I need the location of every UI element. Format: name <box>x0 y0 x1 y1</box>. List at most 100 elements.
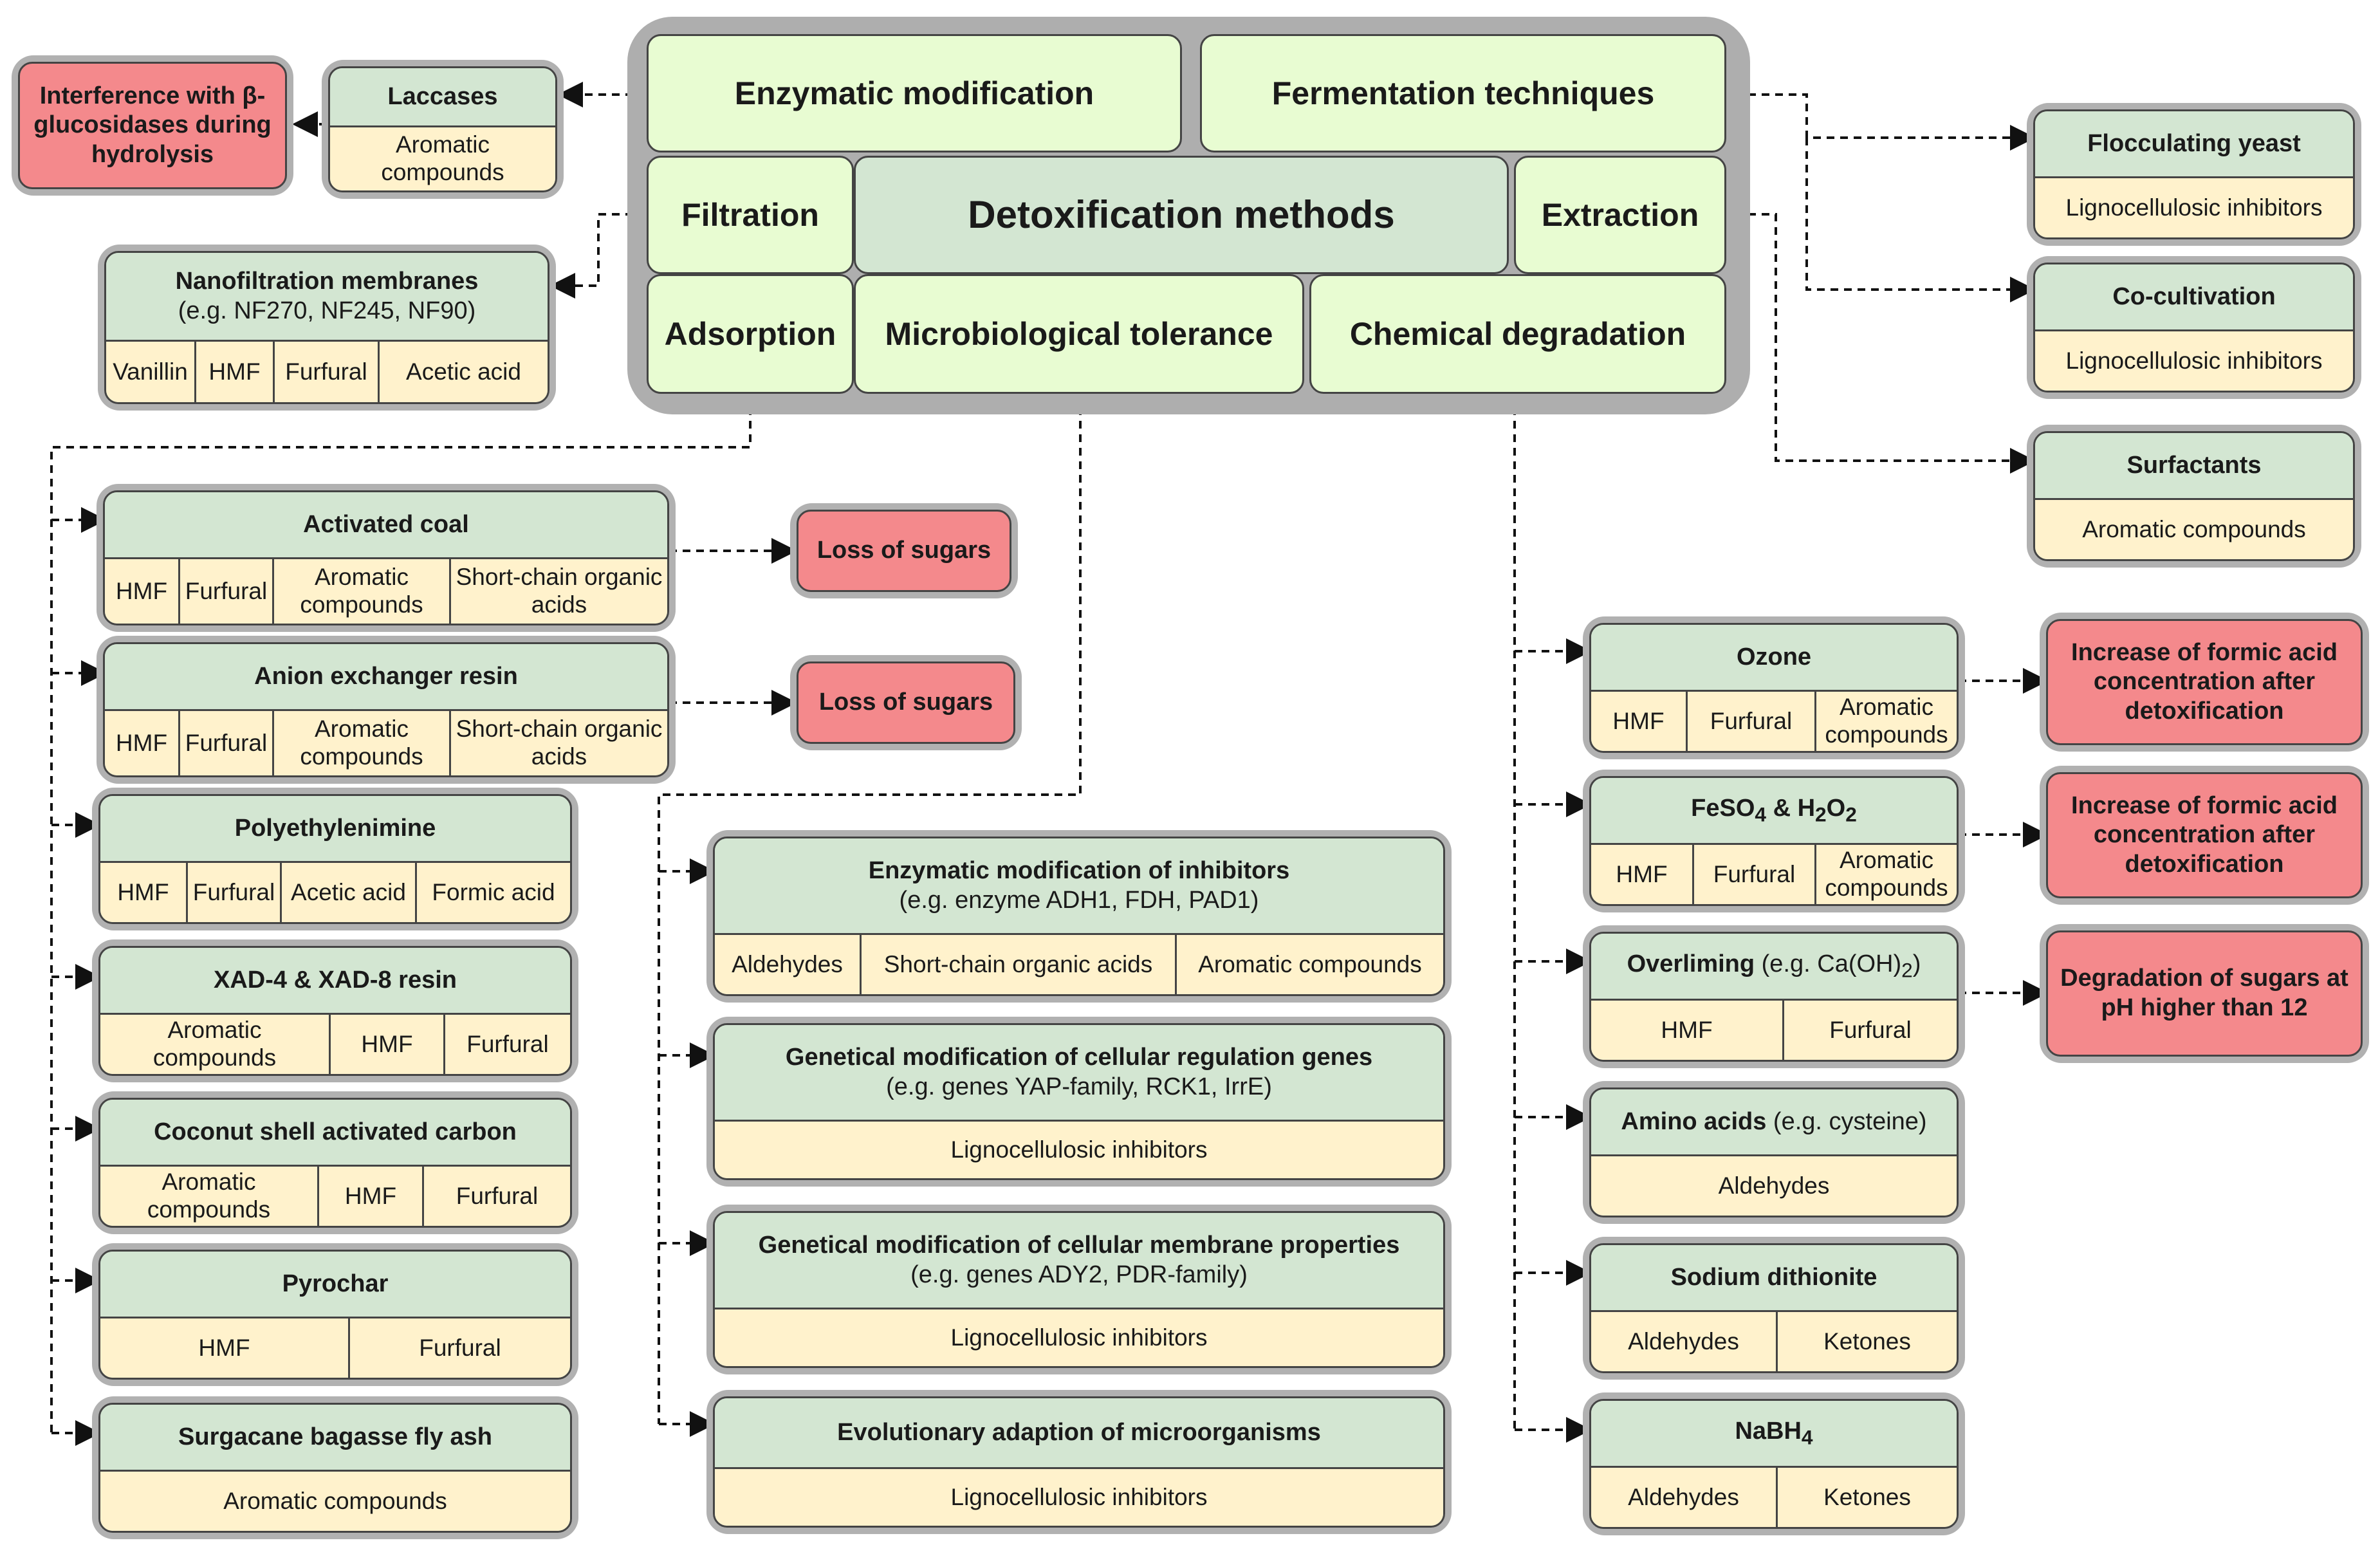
membrane-properties-box: Genetical modification of cellular membr… <box>706 1205 1452 1374</box>
effect-loss-of-sugars-resin: Loss of sugars <box>790 655 1022 750</box>
flocculating-title: Flocculating yeast <box>2087 129 2301 157</box>
ozone-box: Ozone HMF Furfural Aromatic compounds <box>1583 616 1965 759</box>
ozone-item: Furfural <box>1688 692 1816 751</box>
surfactants-box: Surfactants Aromatic compounds <box>2027 425 2361 568</box>
dithionite-title: Sodium dithionite <box>1670 1263 1877 1291</box>
pyrochar-item: HMF <box>100 1318 350 1378</box>
evolutionary-title: Evolutionary adaption of microorganisms <box>837 1418 1321 1446</box>
link-fermentation-cocultivation <box>1805 138 2036 302</box>
amino-acids-box: Amino acids (e.g. cysteine) Aldehydes <box>1583 1081 1965 1224</box>
polyethylenimine-title: Polyethylenimine <box>234 814 436 842</box>
nanofiltration-item: Furfural <box>275 342 380 402</box>
regulation-genes-box: Genetical modification of cellular regul… <box>706 1017 1452 1187</box>
effect-formic-acid-ozone: Increase of formic acid concentration af… <box>2040 613 2369 752</box>
enzymatic-inhibitors-item: Aldehydes <box>715 935 862 994</box>
feso4-box: FeSO4 & H2O2 HMF Furfural Aromatic compo… <box>1583 770 1965 912</box>
hub-enzymatic-modification[interactable]: Enzymatic modification <box>647 34 1182 153</box>
hub-detoxification-methods: Detoxification methods <box>854 156 1509 274</box>
membrane-properties-title: Genetical modification of cellular membr… <box>758 1231 1400 1259</box>
polyethylenimine-item: Furfural <box>188 863 282 922</box>
nanofiltration-note: (e.g. NF270, NF245, NF90) <box>178 297 476 324</box>
coconut-title: Coconut shell activated carbon <box>154 1118 517 1145</box>
enzymatic-inhibitors-item: Short-chain organic acids <box>862 935 1177 994</box>
detoxification-hub: Enzymatic modification Fermentation tech… <box>627 17 1750 414</box>
regulation-genes-title: Genetical modification of cellular regul… <box>785 1043 1373 1071</box>
nanofiltration-item: Vanillin <box>106 342 196 402</box>
link-extraction-surfactants <box>1721 213 2036 474</box>
sodium-dithionite-box: Sodium dithionite Aldehydes Ketones <box>1583 1237 1965 1380</box>
overliming-item: Furfural <box>1829 1016 1912 1043</box>
nabh4-box: NaBH4 Aldehydes Ketones <box>1583 1392 1965 1535</box>
pyrochar-box: Pyrochar HMF Furfural <box>92 1243 578 1386</box>
enzymatic-inhibitors-title: Enzymatic modification of inhibitors <box>868 856 1290 884</box>
link-fermentation-flocculating <box>1721 93 2036 151</box>
membrane-properties-item: Lignocellulosic inhibitors <box>950 1324 1208 1351</box>
pyrochar-title: Pyrochar <box>282 1270 389 1297</box>
feso4-item: Aromatic compounds <box>1825 847 1948 901</box>
activated-coal-item: Aromatic compounds <box>274 559 451 624</box>
anion-resin-box: Anion exchanger resin HMF Furfural Aroma… <box>97 636 676 784</box>
effect-formic-acid-feso4: Increase of formic acid concentration af… <box>2040 766 2369 905</box>
xad-item: Furfural <box>466 1030 549 1057</box>
surfactants-item: Aromatic compounds <box>2082 515 2306 542</box>
nanofiltration-item: Acetic acid <box>406 358 521 385</box>
hub-fermentation-techniques[interactable]: Fermentation techniques <box>1200 34 1726 153</box>
feso4-item: HMF <box>1591 845 1694 904</box>
laccases-item: Aromatic compounds <box>381 131 504 185</box>
coconut-item: Furfural <box>456 1182 539 1209</box>
nanofiltration-title: Nanofiltration membranes <box>175 267 479 295</box>
ozone-item: HMF <box>1591 692 1688 751</box>
evolutionary-item: Lignocellulosic inhibitors <box>950 1483 1208 1510</box>
dithionite-item: Ketones <box>1823 1327 1911 1355</box>
polyethylenimine-item: Formic acid <box>432 878 555 905</box>
hub-extraction[interactable]: Extraction <box>1514 156 1726 274</box>
hub-adsorption[interactable]: Adsorption <box>647 274 854 394</box>
membrane-properties-note: (e.g. genes ADY2, PDR-family) <box>910 1261 1248 1288</box>
hub-microbiological-tolerance[interactable]: Microbiological tolerance <box>854 274 1304 394</box>
effect-sugar-degradation: Degradation of sugars at pH higher than … <box>2040 924 2369 1063</box>
xad-item: HMF <box>331 1015 445 1074</box>
flocculating-yeast-box: Flocculating yeast Lignocellulosic inhib… <box>2027 103 2361 246</box>
cocultivation-box: Co-cultivation Lignocellulosic inhibitor… <box>2027 256 2361 399</box>
evolutionary-adaption-box: Evolutionary adaption of microorganisms … <box>706 1390 1452 1534</box>
coconut-carbon-box: Coconut shell activated carbon Aromatic … <box>92 1091 578 1234</box>
nabh4-item: Aldehydes <box>1591 1468 1778 1527</box>
laccases-box: Laccases Aromatic compounds <box>322 60 564 199</box>
amino-acids-title: Amino acids (e.g. cysteine) <box>1621 1107 1927 1135</box>
xad-title: XAD-4 & XAD-8 resin <box>214 966 457 994</box>
surfactants-title: Surfactants <box>2126 451 2262 479</box>
hub-chemical-degradation[interactable]: Chemical degradation <box>1309 274 1726 394</box>
coconut-item: Aromatic compounds <box>100 1167 319 1226</box>
xad-resin-box: XAD-4 & XAD-8 resin Aromatic compounds H… <box>92 939 578 1082</box>
regulation-genes-item: Lignocellulosic inhibitors <box>950 1136 1208 1163</box>
effect-loss-of-sugars-coal: Loss of sugars <box>790 503 1018 598</box>
effect-interference: Interference with β-glucosidases during … <box>12 55 293 196</box>
fly-ash-box: Surgacane bagasse fly ash Aromatic compo… <box>92 1396 578 1539</box>
regulation-genes-note: (e.g. genes YAP-family, RCK1, IrrE) <box>886 1073 1272 1100</box>
anion-resin-item: Short-chain organic acids <box>456 716 663 770</box>
enzymatic-inhibitors-box: Enzymatic modification of inhibitors (e.… <box>706 830 1452 1003</box>
fly-ash-item: Aromatic compounds <box>223 1487 447 1514</box>
fly-ash-title: Surgacane bagasse fly ash <box>178 1423 492 1450</box>
activated-coal-box: Activated coal HMF Furfural Aromatic com… <box>97 484 676 632</box>
anion-resin-item: Aromatic compounds <box>274 711 451 775</box>
flocculating-item: Lignocellulosic inhibitors <box>2065 194 2323 221</box>
overliming-box: Overliming (e.g. Ca(OH)2) HMF Furfural <box>1583 925 1965 1068</box>
activated-coal-item: Furfural <box>180 559 274 624</box>
anion-resin-item: Furfural <box>180 711 274 775</box>
anion-resin-item: HMF <box>105 711 180 775</box>
ozone-item: Aromatic compounds <box>1825 694 1948 748</box>
xad-item: Aromatic compounds <box>100 1015 331 1074</box>
feso4-item: Furfural <box>1694 845 1816 904</box>
nanofiltration-item: HMF <box>196 342 275 402</box>
overliming-item: HMF <box>1591 1001 1784 1060</box>
nabh4-title: NaBH4 <box>1735 1418 1813 1449</box>
polyethylenimine-item: HMF <box>100 863 188 922</box>
enzymatic-inhibitors-note: (e.g. enzyme ADH1, FDH, PAD1) <box>899 886 1259 914</box>
hub-filtration[interactable]: Filtration <box>647 156 854 274</box>
cocultivation-item: Lignocellulosic inhibitors <box>2065 347 2323 374</box>
activated-coal-item: HMF <box>105 559 180 624</box>
coconut-item: HMF <box>319 1167 424 1226</box>
enzymatic-inhibitors-item: Aromatic compounds <box>1198 950 1422 977</box>
